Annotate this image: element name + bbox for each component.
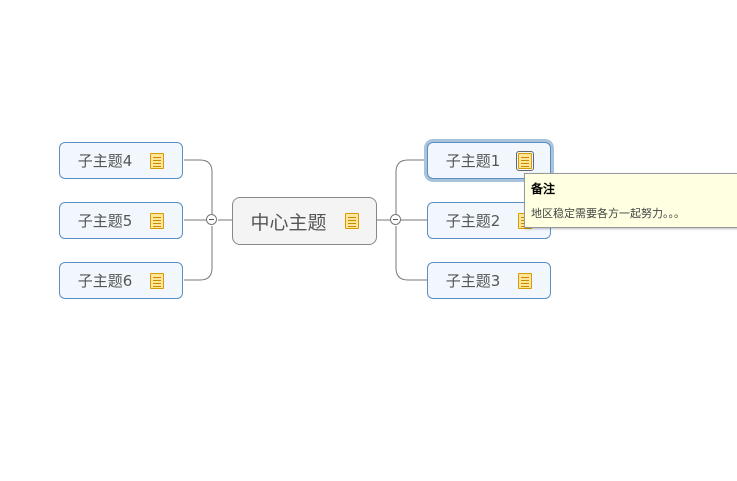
link-right-3 — [395, 226, 427, 281]
central-topic[interactable]: 中心主题 — [232, 197, 377, 245]
note-icon[interactable] — [518, 272, 533, 289]
link-right-1 — [395, 159, 427, 221]
subtopic-3[interactable]: 子主题3 — [427, 262, 551, 299]
note-icon[interactable] — [344, 213, 359, 229]
subtopic-4[interactable]: 子主题4 — [59, 142, 183, 179]
link-left-4 — [184, 159, 213, 214]
subtopic-label: 子主题4 — [77, 152, 133, 170]
collapse-minus-icon[interactable] — [206, 214, 217, 225]
subtopic-label: 子主题2 — [445, 212, 501, 230]
note-icon[interactable] — [150, 152, 165, 169]
subtopic-label: 子主题5 — [77, 212, 133, 230]
note-icon[interactable] — [150, 212, 165, 229]
note-icon[interactable] — [516, 150, 535, 171]
collapse-minus-icon[interactable] — [390, 214, 401, 225]
subtopic-label: 子主题6 — [77, 272, 133, 290]
link-left-6 — [184, 226, 213, 281]
note-tooltip: 备注 地区稳定需要各方一起努力。。。 — [524, 173, 737, 228]
subtopic-label: 子主题1 — [445, 152, 501, 170]
note-tooltip-title: 备注 — [531, 182, 556, 196]
central-topic-label: 中心主题 — [250, 211, 327, 234]
subtopic-5[interactable]: 子主题5 — [59, 202, 183, 239]
note-tooltip-text: 地区稳定需要各方一起努力。。。 — [531, 207, 685, 220]
note-icon[interactable] — [150, 272, 165, 289]
subtopic-1[interactable]: 子主题1 — [427, 142, 551, 179]
subtopic-6[interactable]: 子主题6 — [59, 262, 183, 299]
subtopic-label: 子主题3 — [445, 272, 501, 290]
